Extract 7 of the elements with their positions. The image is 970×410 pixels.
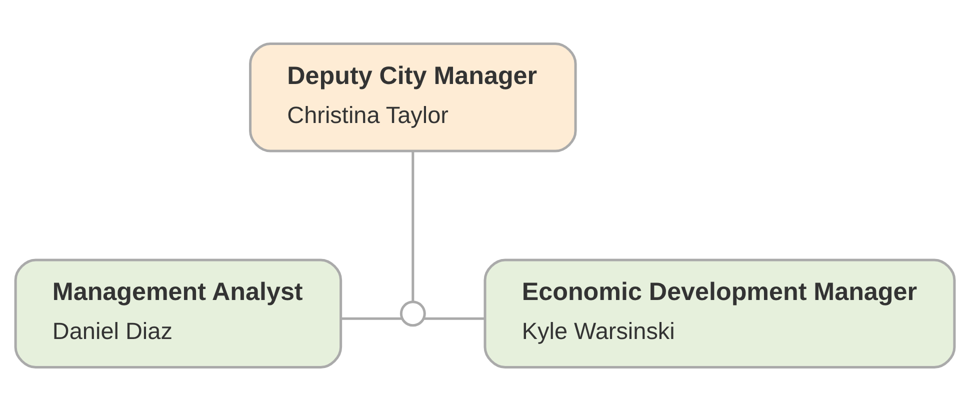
connector xyxy=(341,316,402,320)
node-box: Deputy City Manager Christina Taylor xyxy=(249,42,577,152)
node-circle xyxy=(400,300,426,326)
node-box: Management Analyst Daniel Diaz xyxy=(14,258,342,368)
connector xyxy=(412,150,414,302)
connector xyxy=(424,316,485,320)
node-box: Economic Development Manager Kyle Warsinski xyxy=(484,258,956,368)
